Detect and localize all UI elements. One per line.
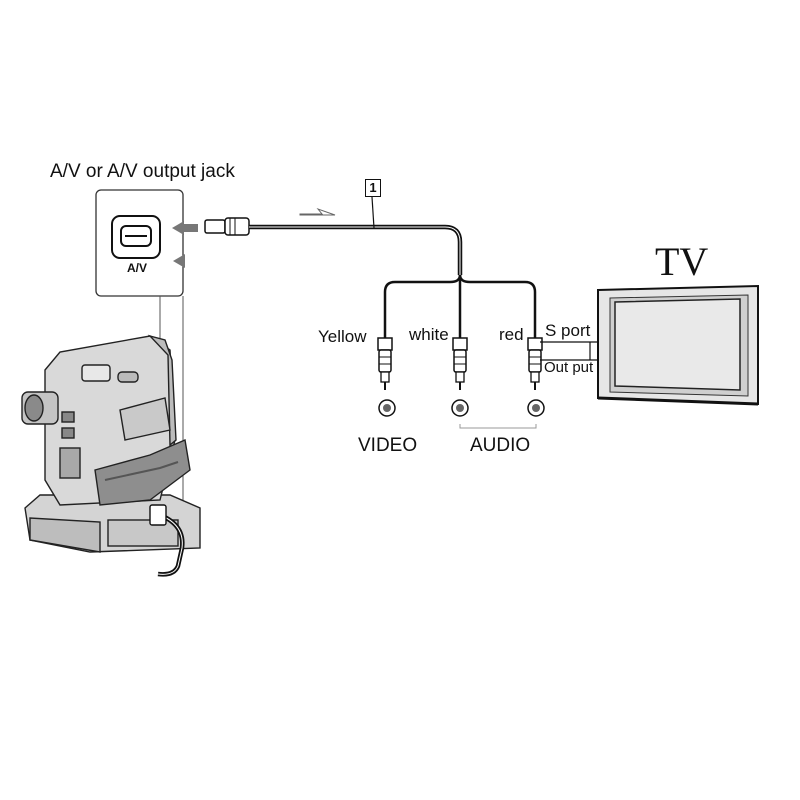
output-label: Out put — [544, 359, 594, 376]
rca-plug-red — [527, 337, 543, 390]
av-cable — [204, 196, 537, 338]
red-label: red — [499, 325, 524, 344]
mini-plug-icon — [204, 219, 226, 234]
callout-number: 1 — [365, 179, 381, 197]
arrow-icon — [173, 254, 185, 268]
white-label: white — [409, 325, 449, 344]
audio-bracket — [459, 424, 537, 429]
arrow-icon — [172, 221, 184, 235]
video-label: VIDEO — [358, 435, 418, 456]
yellow-label: Yellow — [318, 327, 367, 346]
camcorder-icon — [21, 334, 201, 553]
s-port-label: S port — [545, 321, 591, 340]
av-jack-panel — [95, 189, 198, 520]
jack-title: A/V or A/V output jack — [50, 161, 235, 182]
tv-label: TV — [655, 239, 709, 284]
rca-socket-icon — [378, 399, 545, 417]
jack-label: A/V — [127, 261, 148, 275]
tv-icon — [597, 284, 759, 406]
rca-plug-yellow — [377, 337, 393, 390]
av-jack-icon — [111, 215, 161, 259]
mini-plug-icon — [149, 504, 167, 526]
rca-plug-white — [452, 337, 468, 390]
audio-label: AUDIO — [470, 435, 531, 456]
